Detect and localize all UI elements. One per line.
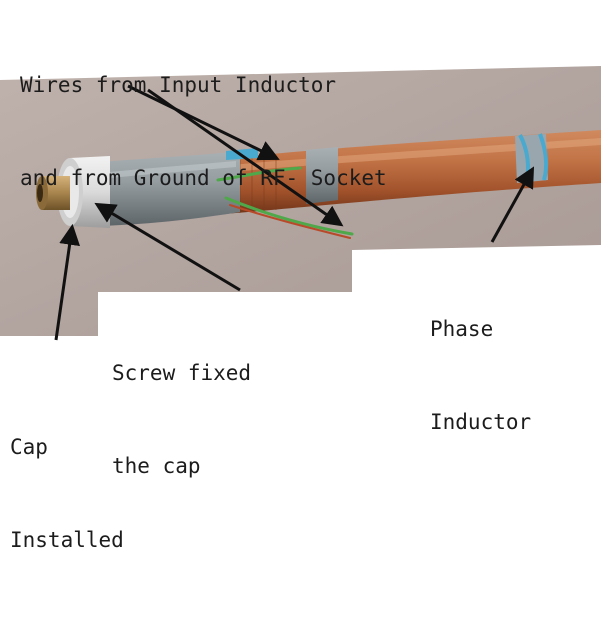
cap-arrow xyxy=(54,223,81,341)
cap-annotation-line-1: Cap xyxy=(10,435,48,459)
photo-illustration xyxy=(0,66,601,341)
wires-arrow-2 xyxy=(147,88,344,227)
annotation-arrows xyxy=(54,84,535,341)
phase-arrow xyxy=(490,166,535,243)
wires-annotation-line-1: Wires from Input Inductor xyxy=(20,73,337,97)
grey-band xyxy=(306,147,338,204)
screw-annotation: Screw fixed the cap xyxy=(112,296,251,544)
screw-annotation-line-1: Screw fixed xyxy=(112,361,252,385)
annotated-photo: Wires from Input Inductor and from Groun… xyxy=(0,8,601,552)
cap-annotation-line-2: Installed xyxy=(10,528,124,552)
screw-arrow xyxy=(94,202,241,292)
wires-annotation-line-2: and from Ground of RF- Socket xyxy=(20,166,387,190)
wires-annotation: Wires from Input Inductor and from Groun… xyxy=(20,8,387,256)
phase-annotation-line-1: Phase xyxy=(430,317,494,341)
cap-annotation: Cap Installed xyxy=(10,370,124,618)
phase-annotation-line-2: Inductor xyxy=(430,410,532,434)
screw-annotation-line-2: the cap xyxy=(112,454,201,478)
wires-arrow-1 xyxy=(127,84,280,161)
green-wires xyxy=(216,166,354,239)
phase-inductor-annotation: Phase Inductor xyxy=(430,252,531,500)
